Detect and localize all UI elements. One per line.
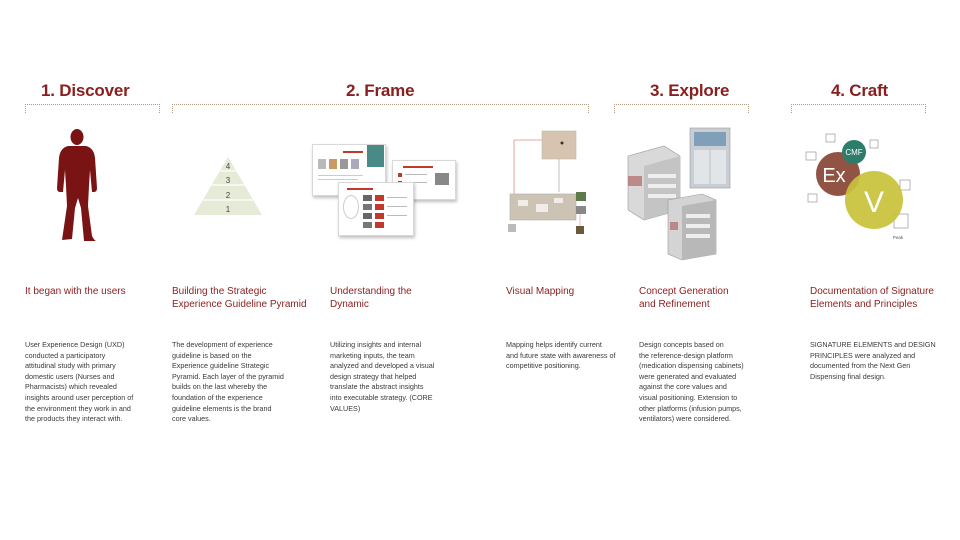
column-heading-users: It began with the users	[25, 286, 126, 297]
phase-title-craft: 4. Craft	[831, 81, 888, 100]
phase-bracket-explore	[614, 104, 749, 113]
strategy-doc-framework	[338, 182, 414, 236]
phase-title-discover: 1. Discover	[41, 81, 130, 100]
phase-title-explore: 3. Explore	[650, 81, 730, 100]
cabinet-concepts-icon	[627, 127, 731, 261]
column-heading-visual-mapping: Visual Mapping	[506, 286, 575, 297]
column-body-users: User Experience Design (UXD)conducted a …	[25, 340, 134, 424]
phase-bracket-discover	[25, 104, 160, 113]
phase-bracket-frame	[172, 104, 589, 113]
phase-bracket-craft	[791, 104, 926, 113]
venn-label-v: V	[864, 186, 884, 219]
venn-thumb-label: Peak	[893, 235, 904, 240]
strategy-docs-icon	[312, 142, 457, 240]
visual-map-icon	[508, 130, 586, 234]
pyramid-level-3: 3	[226, 176, 231, 185]
pyramid-level-2: 2	[226, 191, 231, 200]
pyramid-icon: 4 3 2 1	[194, 157, 262, 215]
venn-label-ex: Ex	[822, 165, 845, 187]
phase-title-frame: 2. Frame	[346, 81, 415, 100]
pyramid-level-1: 1	[226, 205, 231, 214]
user-silhouette-icon	[57, 129, 97, 241]
venn-diagram-icon: CMF Ex V Peak	[805, 133, 911, 240]
pyramid-level-4: 4	[226, 162, 231, 171]
venn-label-cmf: CMF	[845, 148, 862, 157]
